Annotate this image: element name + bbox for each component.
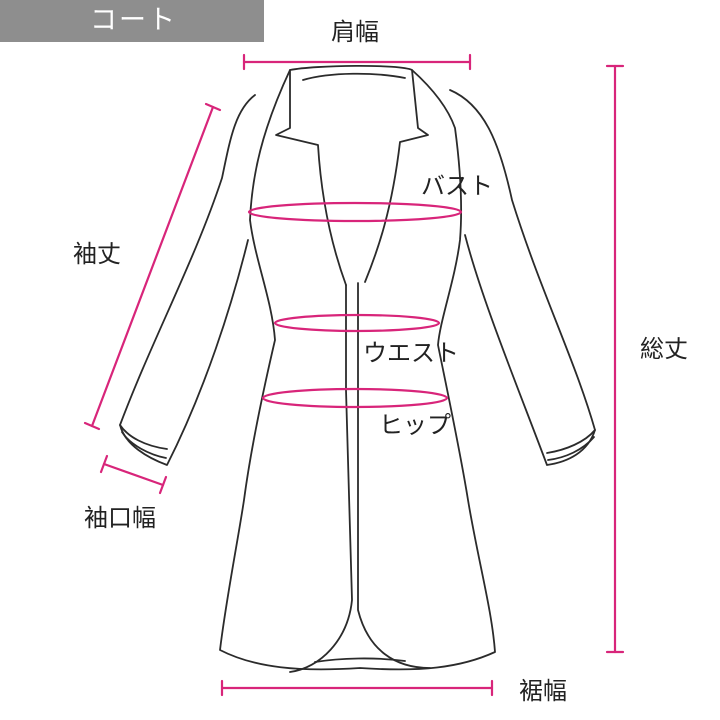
hem-width-line [220, 679, 494, 697]
right-lapel [364, 69, 429, 283]
right-sleeve [449, 89, 596, 466]
hip-label: ヒップ [379, 411, 451, 439]
cuff-width-line [99, 454, 168, 495]
left-lapel [275, 69, 347, 286]
hip-ellipse [261, 387, 449, 409]
shoulder-width-label: 肩幅 [331, 18, 379, 46]
total-length-line [605, 64, 625, 654]
left-cuff [119, 424, 168, 459]
right-cuff [546, 429, 596, 461]
category-tag-label: コート [90, 5, 177, 36]
waist-ellipse [273, 313, 441, 333]
waist-label: ウエスト [363, 339, 459, 367]
sleeve-length-line [83, 102, 222, 431]
total-length-label: 総丈 [640, 335, 688, 363]
left-sleeve [119, 94, 256, 466]
back-collar [302, 72, 406, 81]
shoulder-width-line [242, 53, 472, 71]
bust-label: バスト [421, 172, 493, 200]
measurement-marks [83, 53, 625, 697]
cuff-width-label: 袖口幅 [84, 504, 156, 532]
hem-width-label: 裾幅 [519, 677, 567, 705]
sleeve-length-label: 袖丈 [73, 240, 121, 268]
bust-ellipse [247, 201, 463, 223]
coat-outline [119, 64, 596, 673]
hem-line [314, 657, 406, 663]
front-placket [289, 284, 353, 673]
front-edge [357, 282, 431, 669]
category-tag: コート [0, 0, 264, 42]
